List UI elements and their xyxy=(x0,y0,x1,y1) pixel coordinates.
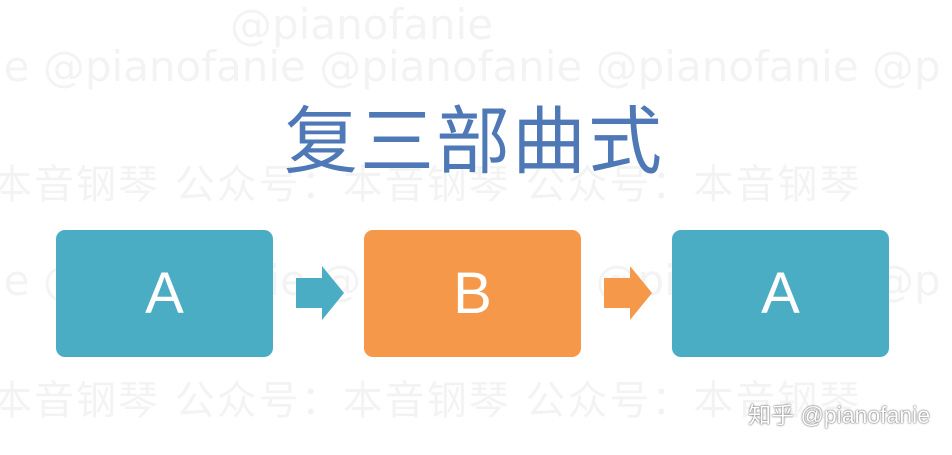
watermark-cn-row-2: 本音钢琴 公众号：本音钢琴 公众号：本音钢琴 xyxy=(0,368,861,426)
arrow-right-icon xyxy=(296,266,344,320)
section-b-label: B xyxy=(453,261,492,326)
section-b: B xyxy=(364,230,581,357)
section-a-first: A xyxy=(56,230,273,357)
diagram-title: 复三部曲式 xyxy=(284,99,664,185)
section-a-return: A xyxy=(672,230,889,357)
source-credit: 知乎 @pianofanie xyxy=(748,402,930,428)
watermark-top: @pianofanie xyxy=(230,0,493,49)
section-a-return-label: A xyxy=(761,261,800,326)
section-a-first-label: A xyxy=(145,261,184,326)
arrow-right-icon xyxy=(604,266,652,320)
